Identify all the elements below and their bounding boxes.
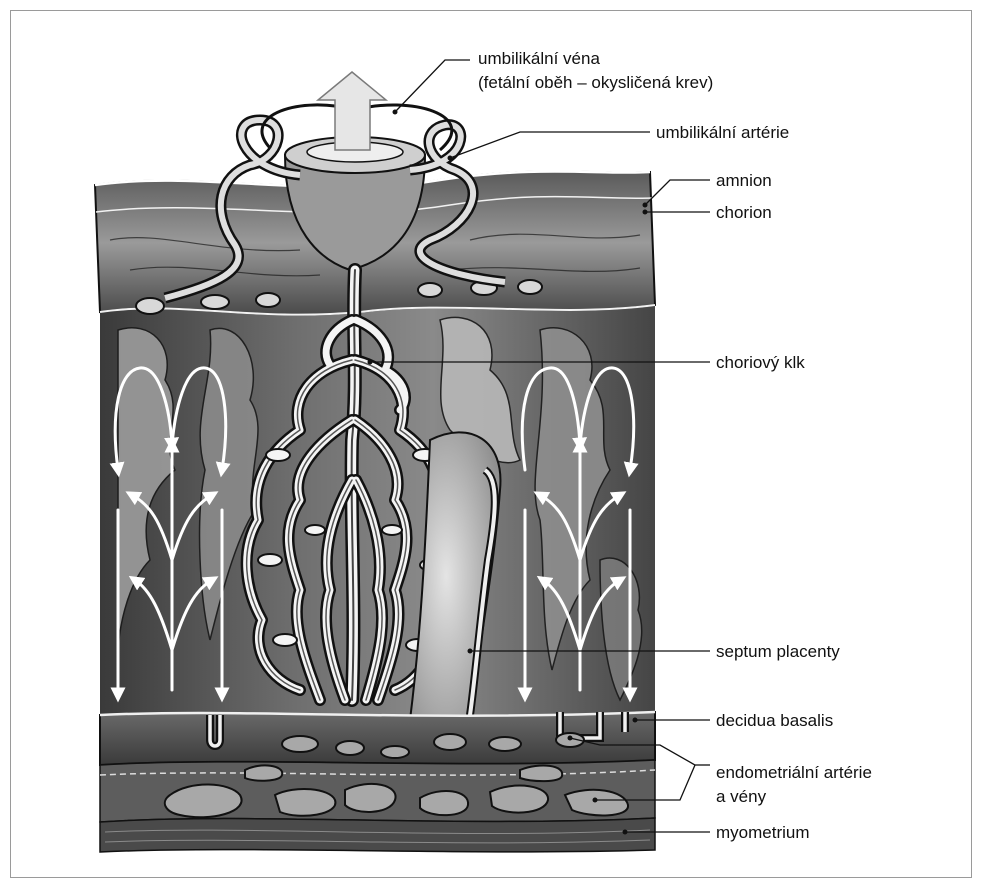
chorionic-villus-label: choriový klk (716, 352, 805, 373)
placental-septum-label: septum placenty (716, 641, 840, 662)
decidua-basalis-label: decidua basalis (716, 710, 833, 731)
endometrial-vessels-label-1: endometriální artérie (716, 762, 872, 783)
amnion-label: amnion (716, 170, 772, 191)
umbilical-vein-note: (fetální oběh – okysličená krev) (478, 72, 713, 93)
umbilical-artery-label: umbilikální artérie (656, 122, 789, 143)
endometrial-vessels-label-2: a vény (716, 786, 766, 807)
myometrium-label: myometrium (716, 822, 810, 843)
myometrium (100, 818, 655, 852)
umbilical-vein-label: umbilikální véna (478, 48, 600, 69)
chorion-label: chorion (716, 202, 772, 223)
